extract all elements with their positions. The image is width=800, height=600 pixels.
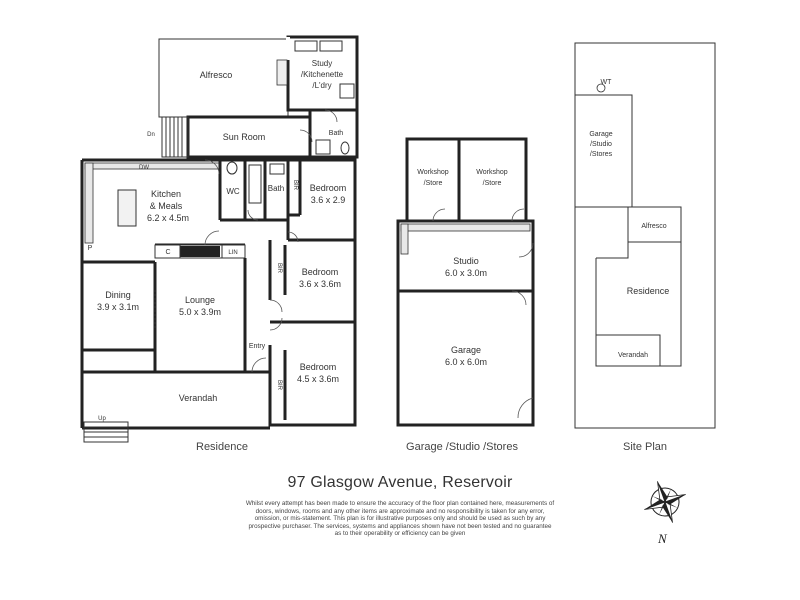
bedroom1-dim: 3.6 x 2.9 xyxy=(311,195,346,205)
bedroom2-label: Bedroom xyxy=(302,267,339,277)
lounge-label: Lounge xyxy=(185,295,215,305)
lin-label: LIN xyxy=(228,250,237,256)
sun-room-label: Sun Room xyxy=(223,132,266,142)
site-garage-label-2: /Studio xyxy=(590,141,612,148)
site-alfresco-label: Alfresco xyxy=(641,223,666,230)
up-label: Up xyxy=(98,416,106,422)
stairs-up xyxy=(83,421,129,443)
wc-label: WC xyxy=(226,187,240,196)
disclaimer-text: Whilst every attempt has been made to en… xyxy=(245,500,555,538)
alfresco-label: Alfresco xyxy=(200,70,233,80)
alfresco-area xyxy=(158,38,289,118)
garage-room xyxy=(396,289,535,427)
garage-caption: Garage /Studio /Stores xyxy=(406,441,518,453)
kitchen-island xyxy=(117,189,137,227)
bedroom2-dim: 3.6 x 3.6m xyxy=(299,279,341,289)
property-address: 97 Glasgow Avenue, Reservoir xyxy=(287,474,513,491)
study-label-2: /Kitchenette xyxy=(301,70,344,79)
bath-top xyxy=(308,108,359,159)
stairs-down xyxy=(161,116,189,158)
bedroom1-label: Bedroom xyxy=(310,183,347,193)
dining-label: Dining xyxy=(105,290,131,300)
site-residence xyxy=(595,241,682,367)
garage-dim: 6.0 x 6.0m xyxy=(445,357,487,367)
pantry-label: P xyxy=(88,245,93,252)
garage-label: Garage xyxy=(451,345,481,355)
study-label-3: /L'dry xyxy=(312,81,331,90)
dw-label: DW xyxy=(139,165,149,171)
workshop2-label-2: /Store xyxy=(483,180,502,187)
kitchen-dim: 6.2 x 4.5m xyxy=(147,213,189,223)
bedroom3-label: Bedroom xyxy=(300,362,337,372)
bedroom3-dim: 4.5 x 3.6m xyxy=(297,374,339,384)
bath-top-label: Bath xyxy=(329,130,344,137)
site-garage-label-1: Garage xyxy=(589,131,612,138)
dn-label: Dn xyxy=(147,132,155,138)
garage-plan: Workshop /Store Workshop /Store Studio 6… xyxy=(396,137,535,453)
site-verandah xyxy=(595,334,661,367)
site-wt-label: WT xyxy=(601,79,613,86)
workshop2-label-1: Workshop xyxy=(476,169,507,176)
entry-label: Entry xyxy=(249,343,266,350)
dining-dim: 3.9 x 3.1m xyxy=(97,302,139,312)
site-plan-caption: Site Plan xyxy=(623,441,667,453)
c-label: C xyxy=(165,249,170,256)
bir-label-3: BIR xyxy=(276,380,282,391)
verandah-label: Verandah xyxy=(179,393,218,403)
studio-dim: 6.0 x 3.0m xyxy=(445,268,487,278)
residence-caption: Residence xyxy=(196,441,248,453)
kitchen-label-1: Kitchen xyxy=(151,189,181,199)
workshop1-label-1: Workshop xyxy=(417,169,448,176)
lounge-dim: 5.0 x 3.9m xyxy=(179,307,221,317)
kitchen-label-2: & Meals xyxy=(150,201,183,211)
compass-north-label: N xyxy=(657,531,668,546)
site-verandah-label: Verandah xyxy=(618,352,648,359)
bath-label: Bath xyxy=(268,184,284,193)
site-garage-label-3: /Stores xyxy=(590,151,613,158)
studio-label: Studio xyxy=(453,256,479,266)
residence-plan: Alfresco Study /Kitchenette /L'dry Sun R… xyxy=(80,35,359,453)
site-garage xyxy=(574,94,633,208)
compass-rose-icon xyxy=(644,481,686,523)
site-boundary xyxy=(574,42,716,429)
site-residence-label: Residence xyxy=(627,286,670,296)
site-plan: WT Garage /Studio /Stores Alfresco Resid… xyxy=(574,42,716,453)
workshop1-label-2: /Store xyxy=(424,180,443,187)
bir-label-1: BIR xyxy=(292,180,298,191)
study-label-1: Study xyxy=(312,59,332,68)
bir-label-2: BIR xyxy=(276,263,282,274)
